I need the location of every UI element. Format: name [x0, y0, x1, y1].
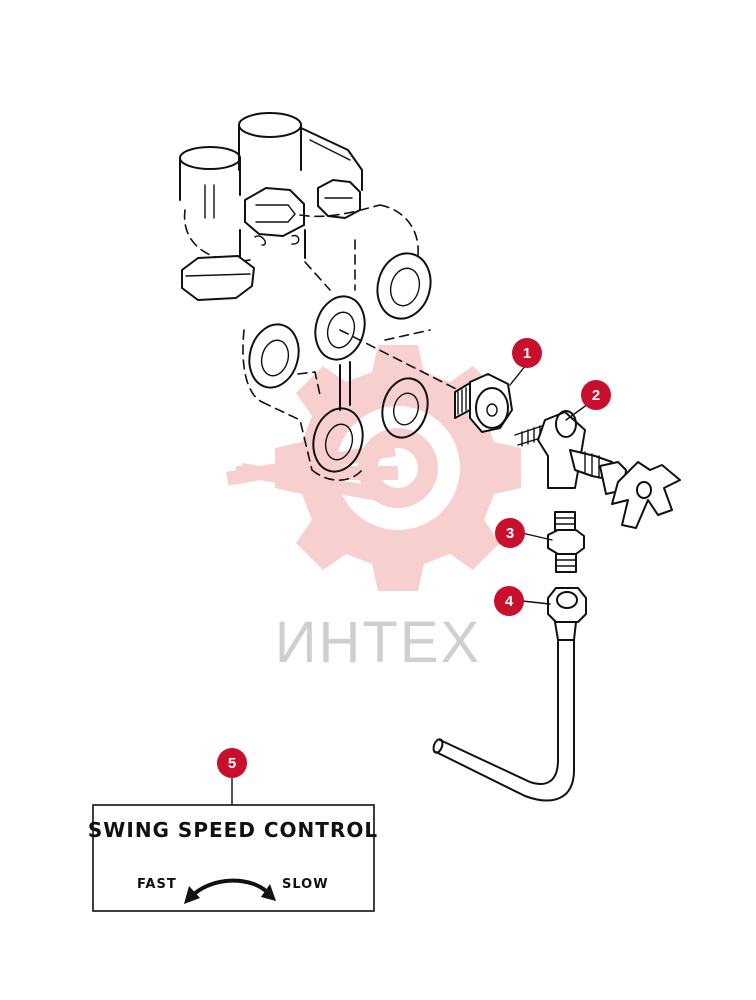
decal-fast-label: FAST [137, 877, 177, 892]
callout-1: 1 [512, 338, 542, 368]
port-upper-middle [314, 295, 366, 361]
decal-slow-label: SLOW [282, 877, 329, 892]
control-valve-block [179, 112, 463, 481]
needle-valve-assembly [514, 410, 681, 529]
leader-lines [231, 364, 589, 806]
callout-3: 3 [495, 518, 525, 548]
port-upper-right [376, 252, 432, 320]
decal-title: SWING SPEED CONTROL [88, 818, 378, 842]
callout-4: 4 [494, 586, 524, 616]
svg-text:5: 5 [228, 755, 236, 772]
port-left [248, 323, 300, 389]
swing-speed-decal: SWING SPEED CONTROL FAST SLOW [88, 804, 378, 912]
port-lower-right [381, 377, 429, 439]
connector-fitting [547, 511, 585, 573]
tube-nut-and-line [432, 587, 587, 802]
callout-5: 5 [217, 748, 247, 778]
svg-text:2: 2 [592, 387, 600, 404]
watermark-text: ИНТЕХ [275, 610, 481, 675]
curved-double-arrow-icon [184, 878, 276, 904]
svg-text:1: 1 [523, 345, 531, 362]
svg-text:3: 3 [506, 525, 514, 542]
port-lower-left [312, 407, 364, 473]
callout-2: 2 [581, 380, 611, 410]
adapter-fitting [454, 373, 513, 433]
svg-text:4: 4 [505, 593, 514, 610]
